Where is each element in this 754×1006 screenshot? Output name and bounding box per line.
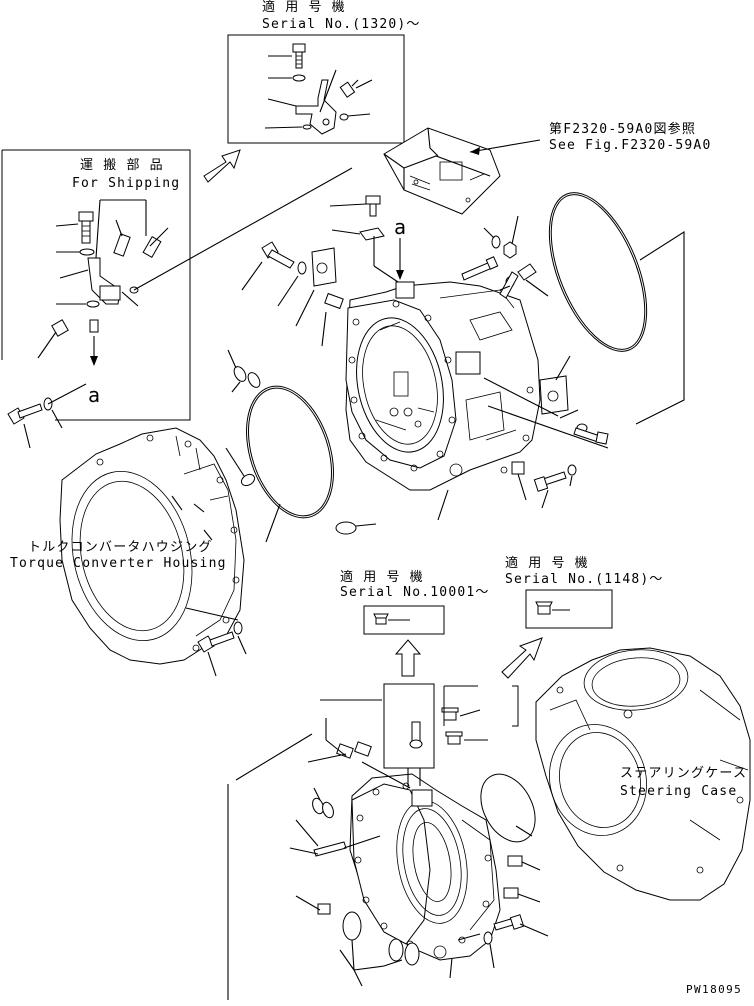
pin-icon — [89, 319, 99, 333]
serial-1320-label-jp: 適 用 号 機 — [262, 0, 346, 15]
steering-case — [535, 647, 751, 901]
o-ring-icon — [312, 797, 324, 815]
o-ring-large — [548, 192, 648, 352]
serial-1148-inset — [525, 589, 613, 629]
reference-a-shipping: a — [88, 383, 101, 407]
transmission-case-lower — [349, 773, 501, 961]
washer-icon — [483, 931, 493, 945]
bolt-icon — [78, 211, 94, 244]
nut-icon — [503, 241, 517, 259]
bracket-icon — [295, 79, 337, 135]
o-ring-icon — [404, 942, 420, 966]
arrow-up-icon — [394, 639, 422, 677]
bolt-icon — [493, 914, 525, 931]
sensor-icon — [142, 236, 162, 258]
arrow-icon — [470, 147, 480, 155]
steering-case-label-en: Steering Case — [620, 784, 738, 799]
o-ring-icon — [247, 372, 261, 388]
plug-icon — [317, 903, 331, 915]
drawing-code: PW18095 — [686, 983, 743, 996]
gasket-icon — [359, 227, 385, 241]
cover-plate-small — [311, 247, 337, 287]
washer-icon — [297, 261, 307, 275]
see-fig-label-jp: 第F2320-59A0図参照 — [549, 122, 697, 137]
washer-icon — [292, 74, 306, 82]
pin-icon — [365, 195, 381, 217]
serial-1320-label-en: Serial No.(1320)～ — [262, 17, 421, 32]
pin-icon — [313, 841, 347, 857]
o-ring-icon — [322, 801, 334, 819]
bolt-icon — [7, 403, 43, 425]
reference-a-housing: a — [394, 215, 407, 239]
plug-icon — [503, 887, 519, 899]
plug-icon — [354, 741, 372, 757]
o-ring-large — [480, 773, 536, 843]
serial-10001-inset — [363, 605, 445, 635]
shipping-label-en: For Shipping — [72, 176, 181, 191]
sensor-icon — [339, 79, 359, 98]
bolt-icon — [573, 427, 609, 445]
washer-icon — [79, 248, 95, 256]
sensor-icon — [409, 721, 423, 749]
shipping-parts-inset — [1, 149, 353, 421]
serial-10001-label-en: Serial No.10001～ — [340, 585, 490, 600]
o-ring-icon — [233, 366, 247, 382]
cover-plate — [383, 127, 501, 215]
serial-1148-label-en: Serial No.(1148)～ — [505, 572, 664, 587]
serial-10001-label-jp: 適 用 号 機 — [340, 570, 424, 585]
bolt-icon — [292, 43, 306, 69]
arrow-right-up-icon — [501, 637, 543, 679]
o-ring-icon — [335, 521, 357, 535]
plug-icon — [324, 292, 344, 310]
bolt-icon — [533, 471, 567, 492]
washer-icon — [302, 124, 312, 130]
steering-case-label-jp: ステアリングケース — [620, 766, 748, 781]
o-ring-icon — [388, 938, 404, 962]
washer-icon — [567, 464, 577, 476]
plug-icon — [445, 731, 463, 745]
shipping-label-jp: 運 搬 部 品 — [80, 158, 164, 173]
o-ring-icon — [339, 113, 349, 121]
bolt-icon — [261, 241, 295, 269]
bracket-icon — [87, 257, 121, 305]
washer-icon — [491, 235, 501, 249]
serial-1320-inset — [227, 34, 405, 144]
o-ring-icon — [240, 473, 256, 487]
washer-icon — [86, 300, 100, 308]
o-ring-large — [246, 385, 334, 519]
plug-icon — [507, 855, 523, 867]
torque-converter-label-jp: トルクコンバータハウジング — [28, 540, 213, 555]
serial-1148-label-jp: 適 用 号 機 — [505, 556, 589, 571]
torque-converter-label-en: Torque Converter Housing — [10, 556, 227, 571]
bolt-icon — [197, 631, 235, 653]
bolt-icon — [461, 256, 499, 281]
washer-icon — [233, 621, 243, 635]
see-fig-label-en: See Fig.F2320-59A0 — [549, 138, 712, 153]
plug-icon — [511, 461, 525, 475]
sensor-icon — [113, 233, 131, 257]
transmission-case-upper — [345, 281, 541, 491]
bolt-icon — [499, 263, 537, 299]
arrow-right-up-icon — [203, 149, 241, 183]
o-ring-icon — [342, 911, 362, 941]
